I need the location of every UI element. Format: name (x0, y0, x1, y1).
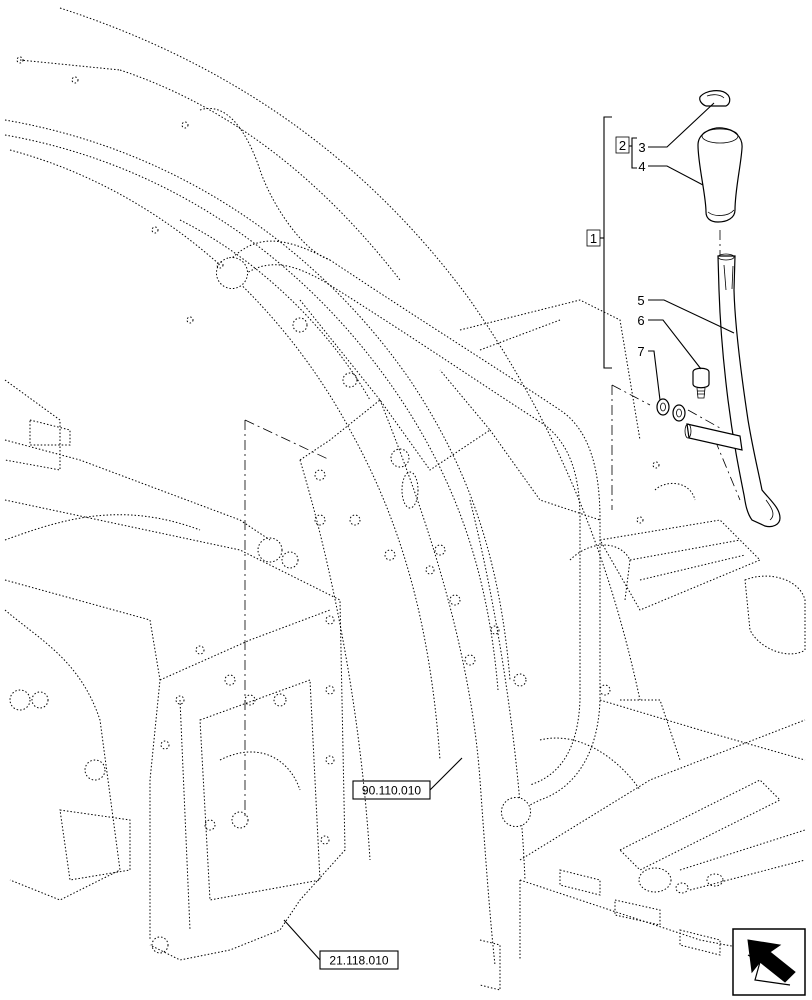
cab-platform (479, 461, 806, 991)
callout-labels: 1 2 3 4 5 6 7 (586, 136, 646, 359)
item-7-label: 7 (637, 344, 644, 359)
fender-assembly (4, 7, 641, 966)
item-3-label: 3 (638, 140, 645, 155)
set-screw (692, 367, 710, 399)
group-1-box (586, 229, 601, 247)
callout-leaders (283, 102, 735, 961)
gear-knob (697, 127, 743, 223)
item-5-label: 5 (637, 293, 644, 308)
fender-reference[interactable]: 90.110.010 (352, 780, 431, 800)
washers (656, 398, 686, 422)
group-1-label: 1 (590, 231, 597, 246)
fender-reference-text[interactable]: 90.110.010 (362, 784, 421, 798)
arrow-icon[interactable] (732, 928, 806, 996)
transmission-housing (4, 379, 346, 961)
knob-cap (699, 90, 731, 107)
gear-lever (684, 253, 781, 528)
reference-boxes[interactable]: 90.110.010 21.118.010 (319, 780, 431, 970)
item-6-label: 6 (637, 313, 644, 328)
transmission-reference[interactable]: 21.118.010 (319, 950, 399, 970)
assembly-axis-lines (244, 230, 741, 820)
transmission-reference-text[interactable]: 21.118.010 (329, 954, 388, 968)
item-4-label: 4 (638, 159, 645, 174)
gear-lever-assembly (656, 90, 781, 528)
group-2-label: 2 (619, 138, 626, 153)
group-2-box (615, 136, 630, 154)
